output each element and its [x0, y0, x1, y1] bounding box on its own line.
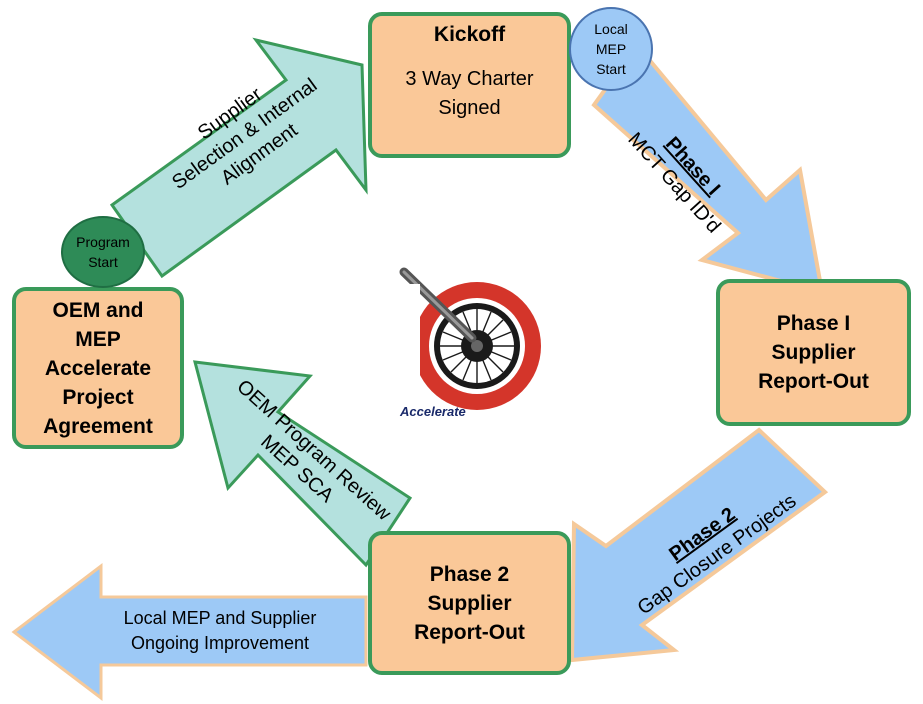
- kickoff-box: Kickoff 3 Way Charter Signed: [368, 12, 571, 158]
- accelerate-logo-icon: [398, 267, 541, 410]
- ongoing-improvement-label: Local MEP and Supplier Ongoing Improveme…: [70, 606, 370, 656]
- kickoff-body: 3 Way Charter Signed: [405, 68, 534, 119]
- phase1-report-box: Phase I Supplier Report-Out: [716, 279, 911, 426]
- ongoing-line1: Local MEP and Supplier: [123, 608, 317, 628]
- local-mep-start-circle: Local MEP Start: [569, 7, 653, 91]
- agreement-label: OEM and MEP Accelerate Project Agreement: [43, 298, 153, 438]
- phase2-report-box: Phase 2 Supplier Report-Out: [368, 531, 571, 675]
- program-start-circle: Program Start: [61, 216, 145, 288]
- ongoing-improvement-arrow: [11, 562, 368, 702]
- agreement-box: OEM and MEP Accelerate Project Agreement: [12, 287, 184, 449]
- phase2-report-label: Phase 2 Supplier Report-Out: [414, 562, 525, 644]
- kickoff-title: Kickoff: [433, 23, 506, 46]
- oem-review-arrow: [192, 360, 413, 568]
- accelerate-logo-text: Accelerate: [400, 404, 466, 419]
- phase1-report-label: Phase I Supplier Report-Out: [758, 312, 869, 393]
- supplier-selection-arrow: [109, 37, 368, 279]
- phase1-arrow: [591, 41, 825, 295]
- ongoing-line2: Ongoing Improvement: [130, 633, 310, 653]
- local-mep-start-label: Local MEP Start: [594, 21, 628, 77]
- program-start-label: Program Start: [76, 234, 130, 270]
- phase2-arrow: [569, 427, 829, 663]
